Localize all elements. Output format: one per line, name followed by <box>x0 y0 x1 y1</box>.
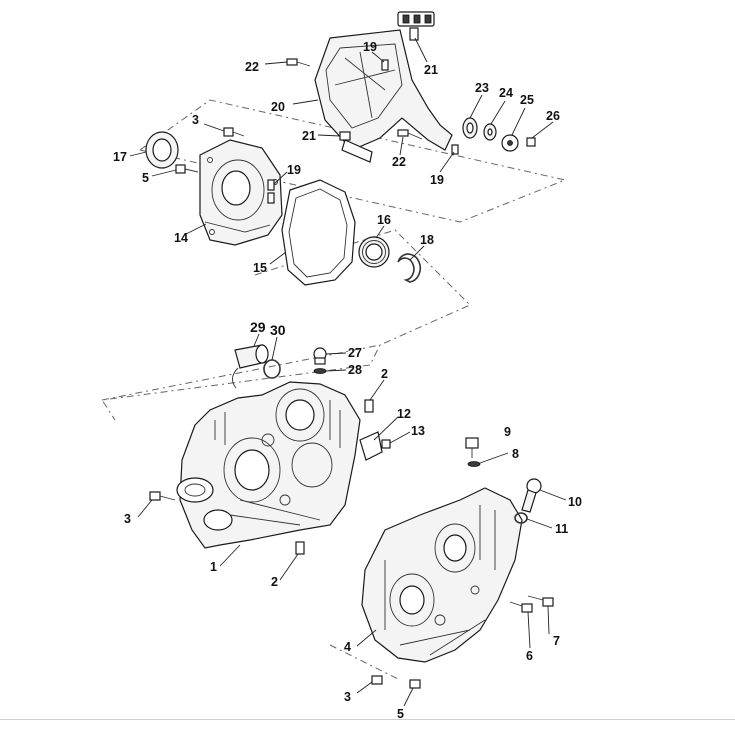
callout-28: 28 <box>348 363 362 377</box>
lever-part-25 <box>501 134 519 152</box>
leader-lines <box>129 37 567 707</box>
callout-30: 30 <box>270 322 286 338</box>
callout-18: 18 <box>420 233 434 247</box>
callout-13: 13 <box>411 424 425 438</box>
callout-3-bottom: 3 <box>344 690 351 704</box>
clip-part-21b <box>339 131 351 141</box>
bolt-part-9 <box>465 437 479 458</box>
cover-part-20 <box>314 11 453 163</box>
callout-7: 7 <box>553 634 560 648</box>
washer-part-28 <box>313 368 327 374</box>
callout-2-upper: 2 <box>381 367 388 381</box>
crankcase-half-part-1 <box>176 381 361 549</box>
callout-22-upper: 22 <box>245 60 259 74</box>
sensor-part-10 <box>521 478 542 513</box>
washer-part-24 <box>483 123 497 141</box>
dowel-part-2-upper <box>364 399 374 413</box>
callout-6: 6 <box>526 649 533 663</box>
callout-20: 20 <box>271 100 285 114</box>
bolt-part-6 <box>509 601 533 613</box>
assembly-plane-upper <box>139 99 567 223</box>
callout-15: 15 <box>253 261 267 275</box>
callout-4: 4 <box>344 640 351 654</box>
clip-part-21a <box>409 27 419 41</box>
callout-21-upper: 21 <box>424 63 438 77</box>
callout-12: 12 <box>397 407 411 421</box>
assembly-plane-lower <box>101 344 381 421</box>
callout-17: 17 <box>113 150 127 164</box>
callout-25: 25 <box>520 93 534 107</box>
plug-part-27 <box>313 347 327 365</box>
bolt-part-5-bottom <box>409 679 421 689</box>
bolt-part-3-bottom <box>371 675 383 685</box>
sensor-part-29 <box>232 344 269 389</box>
callout-19-left: 19 <box>287 163 301 177</box>
gasket-part-15 <box>281 179 356 286</box>
seal-part-17 <box>145 131 179 169</box>
bolt-part-22a <box>286 58 311 67</box>
callout-27: 27 <box>348 346 362 360</box>
washer-part-8 <box>467 461 481 467</box>
callout-5-upper: 5 <box>142 171 149 185</box>
callout-23: 23 <box>475 81 489 95</box>
callout-1: 1 <box>210 560 217 574</box>
callout-8: 8 <box>512 447 519 461</box>
callout-3-upper: 3 <box>192 113 199 127</box>
callout-16: 16 <box>377 213 391 227</box>
dowel-part-19-right <box>451 144 459 155</box>
callout-5-bottom: 5 <box>397 707 404 721</box>
callout-3-left: 3 <box>124 512 131 526</box>
callout-24: 24 <box>499 86 513 100</box>
callout-labels: 22 19 21 20 21 22 19 23 24 25 26 3 17 5 … <box>113 40 582 721</box>
bolt-part-5-upper <box>175 164 199 174</box>
dowel-part-19-upper <box>381 59 389 71</box>
callout-11: 11 <box>555 522 568 536</box>
bearing-part-23 <box>462 117 478 139</box>
callout-14: 14 <box>174 231 188 245</box>
o-ring-part-30 <box>263 359 281 379</box>
callout-29: 29 <box>250 319 266 335</box>
o-ring-part-11 <box>514 512 528 524</box>
dowel-part-19-left <box>267 179 275 204</box>
bolt-part-22b <box>397 129 423 140</box>
callout-26: 26 <box>546 109 560 123</box>
bolt-part-26 <box>526 137 536 147</box>
bottom-divider <box>0 719 735 720</box>
bearing-part-16 <box>358 236 390 268</box>
bolt-part-13 <box>381 439 391 449</box>
callout-2-lower: 2 <box>271 575 278 589</box>
callout-21-lower: 21 <box>302 129 316 143</box>
callout-19-upper: 19 <box>363 40 377 54</box>
callout-19-right: 19 <box>430 173 444 187</box>
bolt-part-3-upper <box>223 127 245 137</box>
circlip-part-18 <box>397 253 422 283</box>
callout-22-lower: 22 <box>392 155 406 169</box>
cover-part-14 <box>199 139 283 246</box>
bolt-part-3-left <box>149 491 176 501</box>
assembly-plane-bottom <box>329 644 401 681</box>
crankcase-half-part-4 <box>361 487 523 663</box>
dowel-part-2-lower <box>295 541 305 555</box>
bracket-part-12 <box>359 431 383 461</box>
callout-10: 10 <box>568 495 582 509</box>
callout-9: 9 <box>504 425 511 439</box>
